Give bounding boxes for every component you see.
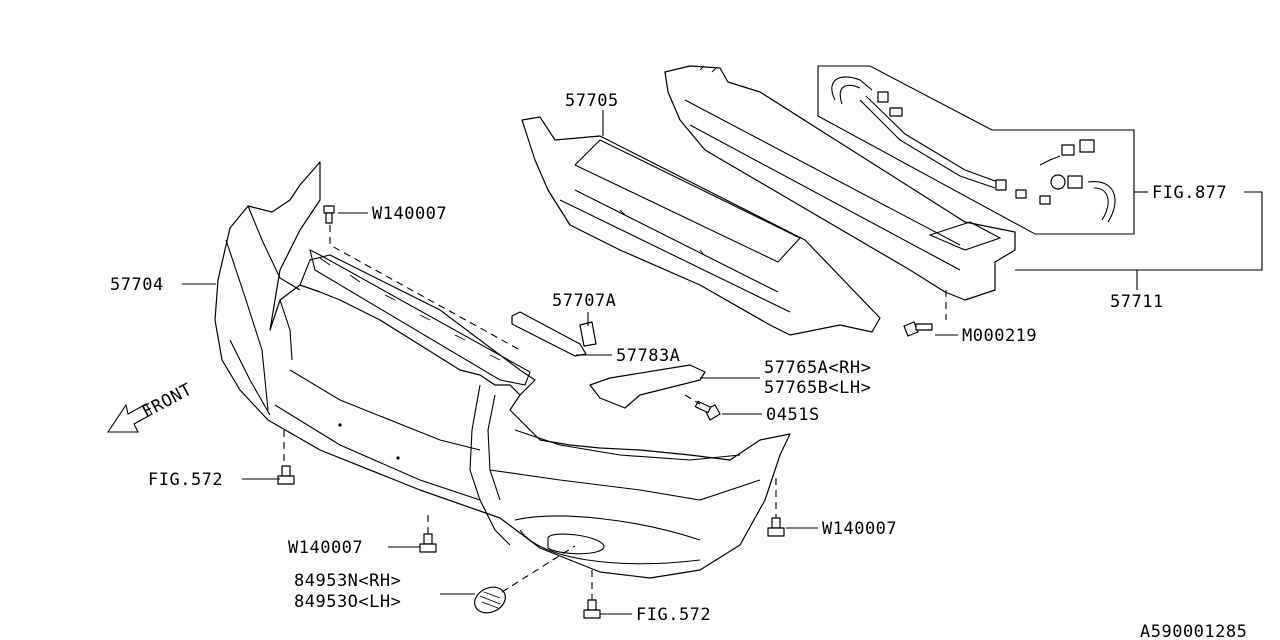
callout-labels: 57704 57705 W140007 FIG.877 57711 M00021… <box>110 91 1247 640</box>
leader-lines <box>182 110 1263 615</box>
label-57765a: 57765A<RH> <box>764 358 871 378</box>
fog-cover-84953 <box>474 586 506 614</box>
label-57711: 57711 <box>1110 292 1164 312</box>
label-57705: 57705 <box>565 91 619 111</box>
label-m000219: M000219 <box>962 326 1037 346</box>
screw-m000219 <box>903 321 933 337</box>
label-fig877: FIG.877 <box>1152 183 1227 203</box>
fig-877-hose-box <box>817 65 1135 235</box>
clip-w140007-top <box>323 205 335 224</box>
label-fig572-left: FIG.572 <box>148 470 223 490</box>
diagram-id: A590001285 <box>1140 622 1247 640</box>
front-arrow <box>106 403 153 433</box>
label-57783a: 57783A <box>616 346 680 366</box>
clip-w140007-bottom-left <box>419 533 437 553</box>
clip-fig572-bottom <box>583 599 601 619</box>
assembly-lines <box>283 225 947 600</box>
label-front: FRONT <box>139 380 196 423</box>
label-57704: 57704 <box>110 275 164 295</box>
spacer-57765 <box>589 364 706 409</box>
label-84953n: 84953N<RH> <box>294 571 401 591</box>
bumper-beam-57705 <box>521 116 881 336</box>
bolt-0451s <box>694 400 721 421</box>
label-w140007-bottom-left: W140007 <box>288 538 363 558</box>
label-57765b: 57765B<LH> <box>764 378 871 398</box>
absorber-57711 <box>664 65 1016 301</box>
label-w140007-top: W140007 <box>372 204 447 224</box>
bumper-face-57704 <box>214 161 791 579</box>
bracket-57707a <box>511 311 597 357</box>
label-0451s: 0451S <box>766 405 820 425</box>
label-w140007-bottom-right: W140007 <box>822 519 897 539</box>
label-fig572-bottom: FIG.572 <box>636 605 711 625</box>
label-84953o: 84953O<LH> <box>294 592 401 612</box>
clip-fig572-left <box>277 465 295 485</box>
label-57707a: 57707A <box>552 291 616 311</box>
clip-w140007-bottom-right <box>767 517 785 537</box>
